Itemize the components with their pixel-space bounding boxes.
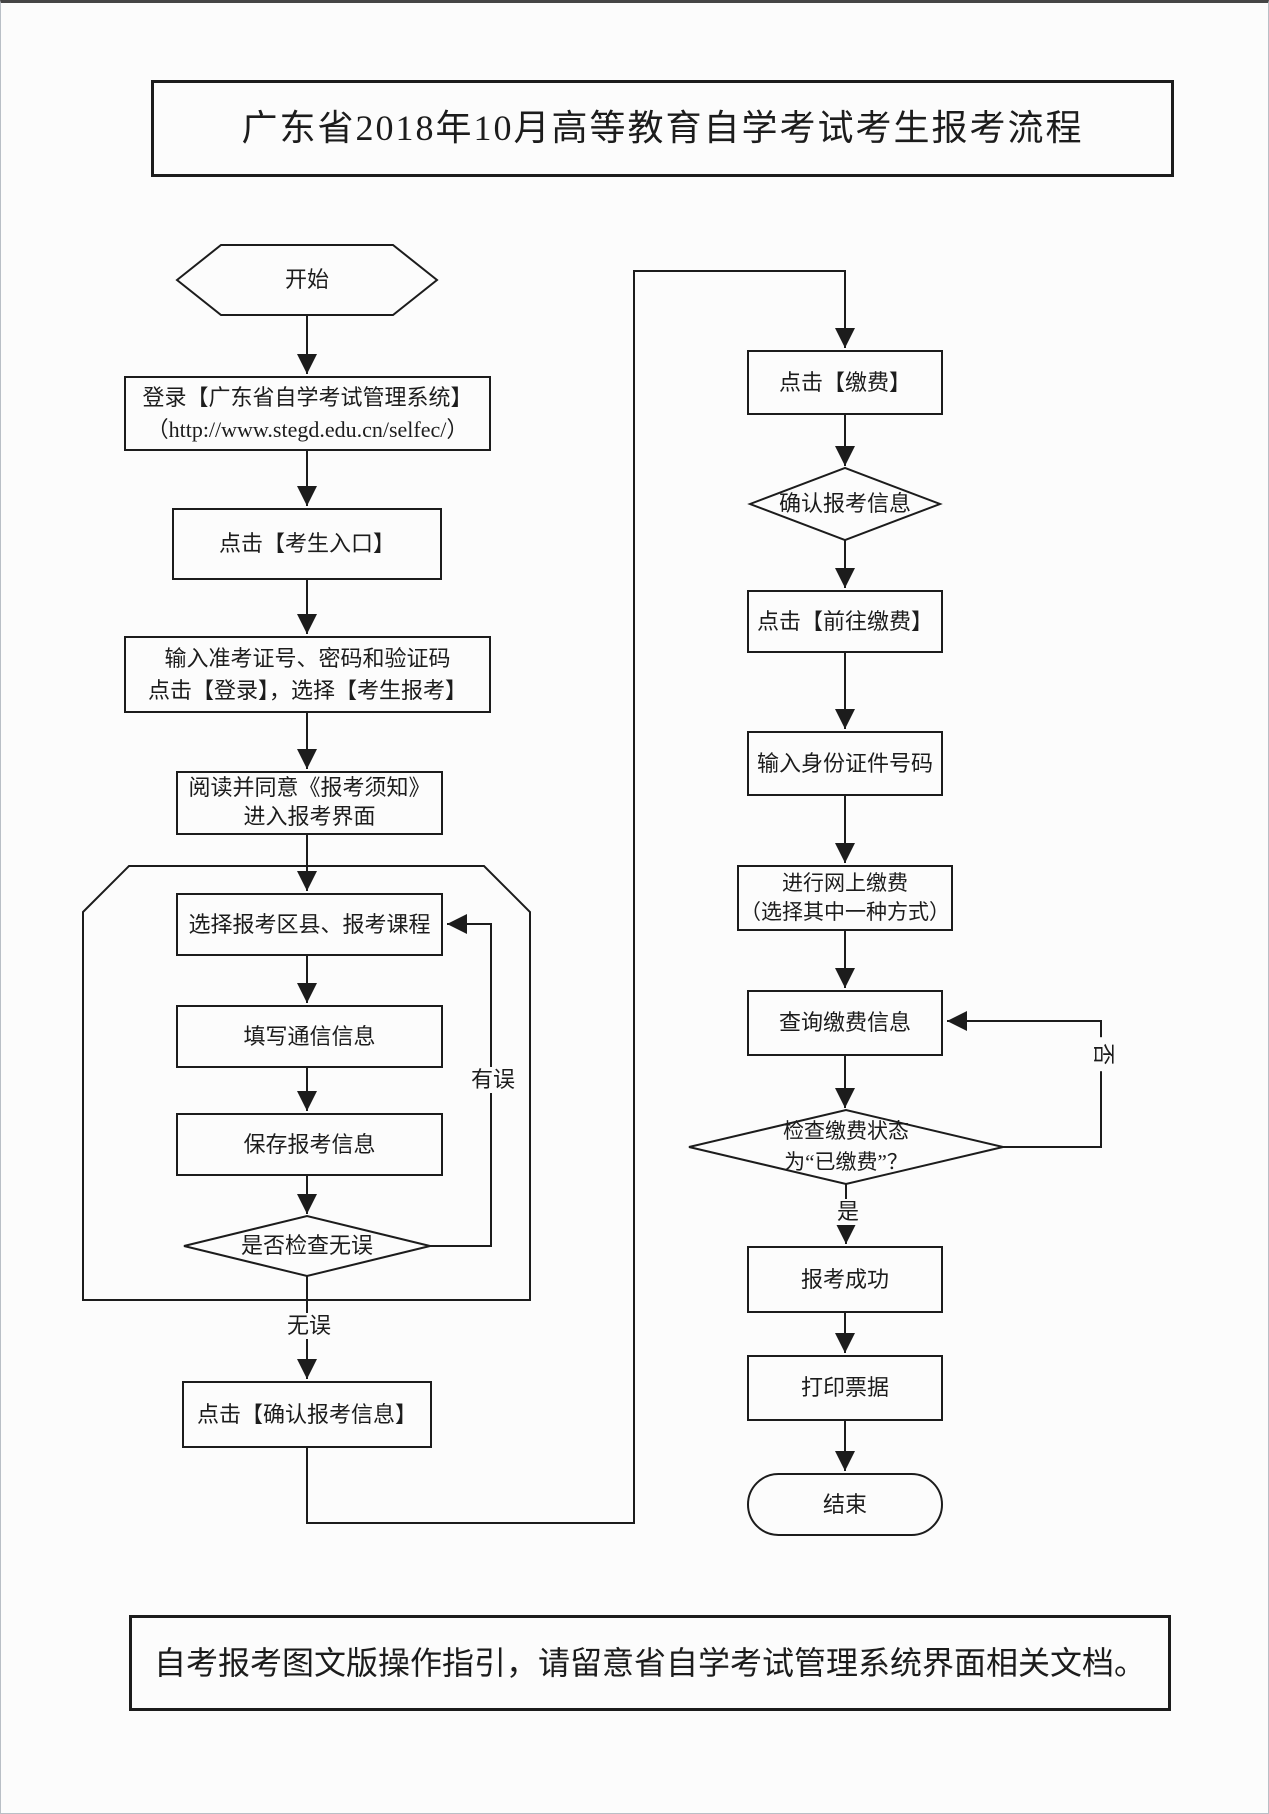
node-credentials-line2: 点击【登录】，选择【考生报考】: [147, 677, 467, 703]
node-input-id: 输入身份证件号码: [747, 731, 943, 796]
node-check-pay-line2: 为“已缴费”？: [784, 1150, 908, 1174]
node-check-pay-line1: 检查缴费状态: [783, 1118, 909, 1143]
node-query-pay-label: 查询缴费信息: [778, 1010, 911, 1036]
node-select-courses: 选择报考区县、报考课程: [176, 893, 443, 956]
node-click-pay: 点击【缴费】: [747, 350, 943, 415]
node-check-correct-label: 是否检查无误: [240, 1233, 373, 1259]
node-credentials: 输入准考证号、密码和验证码 点击【登录】，选择【考生报考】: [124, 636, 491, 713]
node-success: 报考成功: [747, 1246, 943, 1313]
node-goto-pay: 点击【前往缴费】: [747, 590, 943, 653]
edge-label-no-error: 无误: [277, 1313, 341, 1340]
node-login-line1: 登录【广东省自学考试管理系统】: [142, 384, 473, 410]
footer-note: 自考报考图文版操作指引，请留意省自学考试管理系统界面相关文档。: [129, 1615, 1171, 1711]
node-query-pay: 查询缴费信息: [747, 990, 943, 1056]
start-hexagon-shape: [175, 244, 439, 316]
edge-confirm-clickpay: [306, 270, 855, 1524]
edge-label-has-error: 有误: [461, 1067, 525, 1094]
node-notice-line1: 阅读并同意《报考须知》: [188, 775, 431, 801]
page-title: 广东省2018年10月高等教育自学考试考生报考流程: [151, 80, 1174, 177]
node-online-pay: 进行网上缴费 （选择其中一种方式）: [737, 865, 953, 931]
node-fill-contact: 填写通信信息: [176, 1005, 443, 1068]
node-goto-pay-label: 点击【前往缴费】: [756, 608, 933, 634]
node-notice: 阅读并同意《报考须知》 进入报考界面: [176, 771, 443, 835]
page-title-text: 广东省2018年10月高等教育自学考试考生报考流程: [241, 108, 1084, 149]
node-online-pay-line1: 进行网上缴费: [782, 870, 908, 895]
node-end-label: 结束: [822, 1491, 867, 1517]
node-fill-contact-label: 填写通信信息: [243, 1023, 376, 1049]
node-success-label: 报考成功: [800, 1266, 889, 1292]
node-login: 登录【广东省自学考试管理系统】 （http://www.stegd.edu.cn…: [124, 376, 491, 451]
node-online-pay-line2: （选择其中一种方式）: [740, 900, 950, 924]
node-confirm-info: 点击【确认报考信息】: [182, 1381, 432, 1448]
node-candidate-entry: 点击【考生入口】: [172, 508, 442, 580]
node-start: 开始: [177, 245, 437, 315]
node-check-correct: 是否检查无误: [184, 1216, 430, 1276]
node-confirm-info-label: 点击【确认报考信息】: [196, 1401, 417, 1427]
footer-note-text: 自考报考图文版操作指引，请留意省自学考试管理系统界面相关文档。: [153, 1644, 1146, 1681]
loop-container-shape: [82, 865, 531, 1301]
node-print-receipt: 打印票据: [747, 1355, 943, 1421]
edge-label-no: 否: [1089, 1037, 1117, 1072]
edge-checkpay-no-loop: [947, 1011, 1102, 1148]
node-save-info-label: 保存报考信息: [243, 1131, 376, 1157]
confirm-pay-info-diamond-shape: [747, 466, 943, 542]
node-save-info: 保存报考信息: [176, 1113, 443, 1176]
node-end: 结束: [747, 1473, 943, 1536]
node-login-line2: （http://www.stegd.edu.cn/selfec/）: [146, 416, 469, 442]
node-confirm-pay-info-label: 确认报考信息: [778, 491, 911, 517]
node-candidate-entry-label: 点击【考生入口】: [218, 531, 395, 557]
node-print-receipt-label: 打印票据: [800, 1375, 889, 1401]
node-input-id-label: 输入身份证件号码: [756, 750, 933, 776]
edge-label-yes: 是: [831, 1199, 865, 1226]
node-confirm-pay-info: 确认报考信息: [750, 468, 940, 540]
node-click-pay-label: 点击【缴费】: [778, 369, 911, 395]
node-select-courses-label: 选择报考区县、报考课程: [188, 911, 431, 937]
flowchart-connectors: [82, 244, 1102, 1524]
node-start-label: 开始: [284, 267, 329, 293]
node-notice-line2: 进入报考界面: [243, 804, 376, 829]
node-credentials-line1: 输入准考证号、密码和验证码: [164, 645, 451, 671]
node-check-pay-status: 检查缴费状态 为“已缴费”？: [689, 1110, 1003, 1184]
